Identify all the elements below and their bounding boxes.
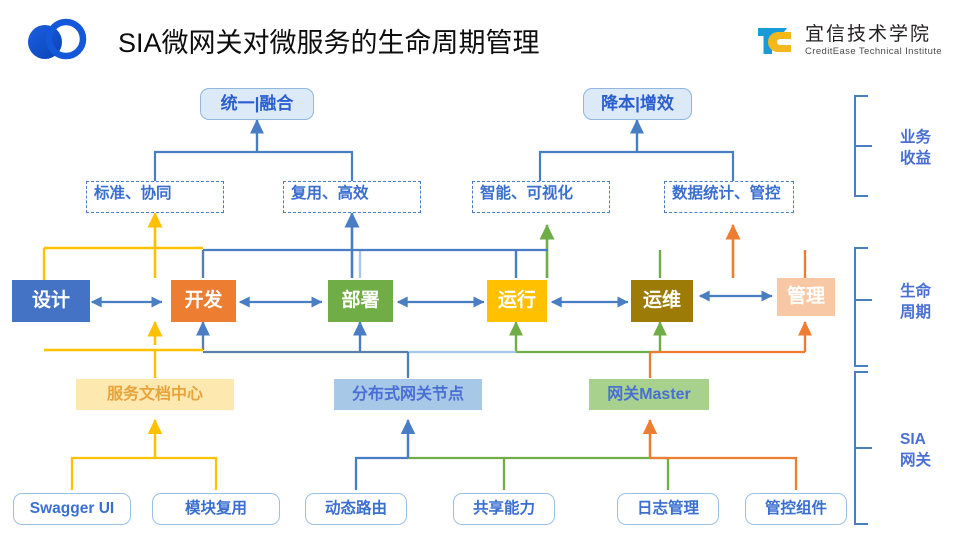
capability-box-reuse[interactable]: 复用、高效 xyxy=(283,181,421,213)
component-box-module-reuse[interactable]: 模块复用 xyxy=(152,493,280,525)
benefit-label: 统一|融合 xyxy=(220,94,294,114)
platform-label: 网关Master xyxy=(607,385,691,403)
capability-box-standard[interactable]: 标准、协同 xyxy=(86,181,224,213)
lifecycle-label: 设计 xyxy=(31,290,70,312)
slide-header: SIA微网关对微服务的生命周期管理 宜信技术学院 CreditEase Tech… xyxy=(0,0,960,78)
capability-box-intelligent[interactable]: 智能、可视化 xyxy=(472,181,610,213)
platform-box-doc-center[interactable]: 服务文档中心 xyxy=(76,379,234,410)
component-label: 日志管理 xyxy=(636,500,699,518)
benefit-box-cost[interactable]: 降本|增效 xyxy=(583,88,692,120)
lifecycle-box-manage[interactable]: 管理 xyxy=(777,278,835,316)
capability-label: 标准、协同 xyxy=(94,185,172,202)
creditease-tc-logo-icon xyxy=(758,28,792,54)
component-label: 管控组件 xyxy=(764,500,827,518)
lifecycle-box-design[interactable]: 设计 xyxy=(12,280,90,322)
lifecycle-label: 部署 xyxy=(341,290,380,312)
lifecycle-label: 开发 xyxy=(184,290,223,312)
component-box-dynamic-route[interactable]: 动态路由 xyxy=(305,493,407,525)
platform-box-gateway-node[interactable]: 分布式网关节点 xyxy=(334,379,482,410)
benefit-label: 降本|增效 xyxy=(601,94,674,114)
component-box-control-component[interactable]: 管控组件 xyxy=(745,493,847,525)
group-label-sia-gateway: SIA 网关 xyxy=(900,431,932,469)
brand-logo: 宜信技术学院 CreditEase Technical Institute xyxy=(755,18,942,64)
benefit-box-unify[interactable]: 统一|融合 xyxy=(200,88,314,120)
component-label: Swagger UI xyxy=(29,500,115,518)
capability-box-statistics[interactable]: 数据统计、管控 xyxy=(664,181,794,213)
lifecycle-label: 运维 xyxy=(642,290,681,312)
page-title: SIA微网关对微服务的生命周期管理 xyxy=(118,28,540,58)
capability-label: 数据统计、管控 xyxy=(672,185,781,202)
two-circles-logo-icon xyxy=(28,18,87,60)
capability-label: 智能、可视化 xyxy=(480,185,574,202)
platform-label: 服务文档中心 xyxy=(106,385,203,403)
lifecycle-label: 管理 xyxy=(786,286,825,308)
lifecycle-label: 运行 xyxy=(497,290,536,312)
component-box-shared-capability[interactable]: 共享能力 xyxy=(453,493,555,525)
brand-text: 宜信技术学院 CreditEase Technical Institute xyxy=(805,25,942,57)
brand-name-en: CreditEase Technical Institute xyxy=(805,46,942,58)
capability-label: 复用、高效 xyxy=(291,185,369,202)
platform-label: 分布式网关节点 xyxy=(351,385,464,403)
group-label-business-benefit: 业务 收益 xyxy=(900,129,932,167)
component-box-swagger-ui[interactable]: Swagger UI xyxy=(13,493,131,525)
lifecycle-box-run[interactable]: 运行 xyxy=(487,280,547,322)
component-label: 动态路由 xyxy=(324,500,387,518)
lifecycle-box-deploy[interactable]: 部署 xyxy=(328,280,393,322)
lifecycle-box-ops[interactable]: 运维 xyxy=(631,280,693,322)
lifecycle-box-develop[interactable]: 开发 xyxy=(171,280,236,322)
component-label: 模块复用 xyxy=(184,500,247,518)
group-label-lifecycle: 生命 周期 xyxy=(900,283,932,321)
brand-name-cn: 宜信技术学院 xyxy=(805,24,932,46)
platform-box-gateway-master[interactable]: 网关Master xyxy=(589,379,709,410)
component-box-log-management[interactable]: 日志管理 xyxy=(617,493,719,525)
component-label: 共享能力 xyxy=(472,500,535,518)
